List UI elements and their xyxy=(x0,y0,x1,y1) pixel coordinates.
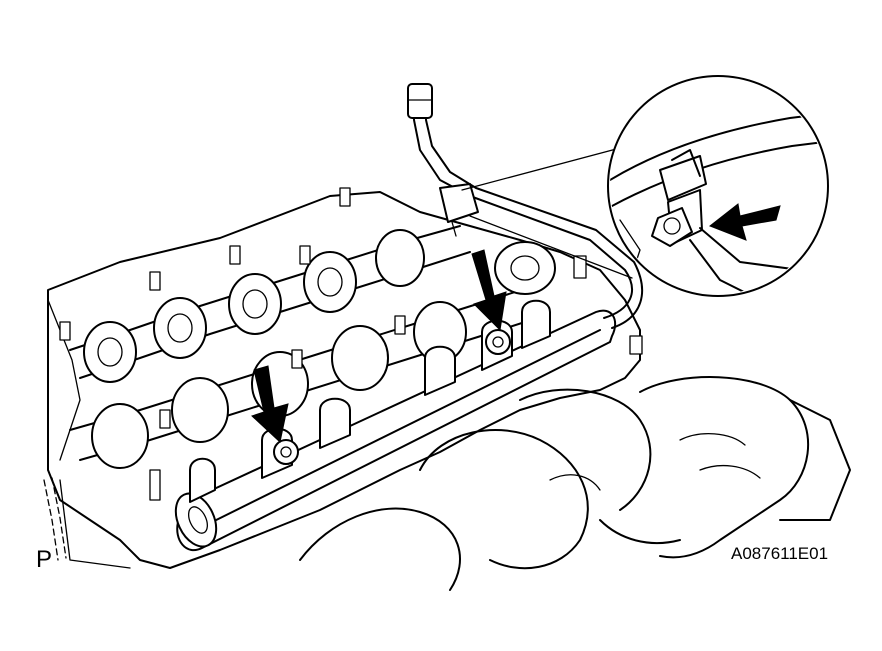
cylinder-head xyxy=(47,191,641,569)
corner-mark: P xyxy=(36,546,53,573)
pipe-clamp xyxy=(439,183,479,223)
arrow-bolt-left xyxy=(251,365,289,443)
detail-leader xyxy=(461,147,633,279)
detail-circle xyxy=(607,75,829,297)
arrows xyxy=(251,203,781,443)
studs xyxy=(59,187,643,501)
figure-code: A087611E01 xyxy=(731,544,829,563)
intake-manifold xyxy=(299,376,851,591)
camshaft-left xyxy=(69,225,471,383)
arrow-bolt-right xyxy=(471,249,507,332)
detail-view xyxy=(607,75,829,297)
fuel-delivery-pipe xyxy=(174,299,617,551)
fuel-pipe xyxy=(407,83,643,329)
cylinder-head-outline xyxy=(47,191,641,569)
arrow-detail-nut xyxy=(709,203,781,241)
pipe-connector xyxy=(407,83,433,119)
timing-chain xyxy=(43,477,67,561)
